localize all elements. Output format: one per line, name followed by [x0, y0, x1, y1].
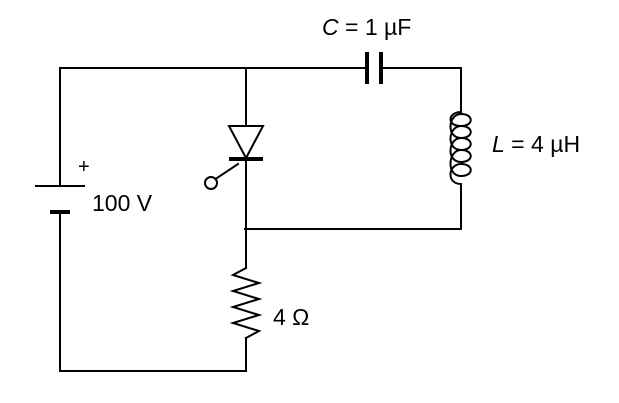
wire-right-lower — [244, 183, 462, 230]
inductor-symbol — [449, 110, 472, 186]
capacitor-label: C = 1 µF — [322, 16, 411, 39]
battery-symbol — [35, 185, 85, 214]
resistor-value: 4 Ω — [273, 304, 310, 330]
source-voltage: 100 V — [92, 190, 153, 216]
thyristor-symbol — [204, 125, 265, 190]
capacitor-value: = 1 µF — [338, 14, 412, 40]
inductor-value: = 4 µH — [504, 131, 581, 157]
capacitor-symbol — [365, 52, 383, 84]
source-polarity: + — [78, 156, 90, 178]
wire-capacitor-to-right — [381, 67, 462, 113]
inductor-symbol-text: L — [492, 131, 505, 157]
resistor-symbol — [229, 266, 263, 340]
capacitor-symbol-text: C — [322, 14, 339, 40]
inductor-label: L = 4 µH — [492, 133, 580, 156]
